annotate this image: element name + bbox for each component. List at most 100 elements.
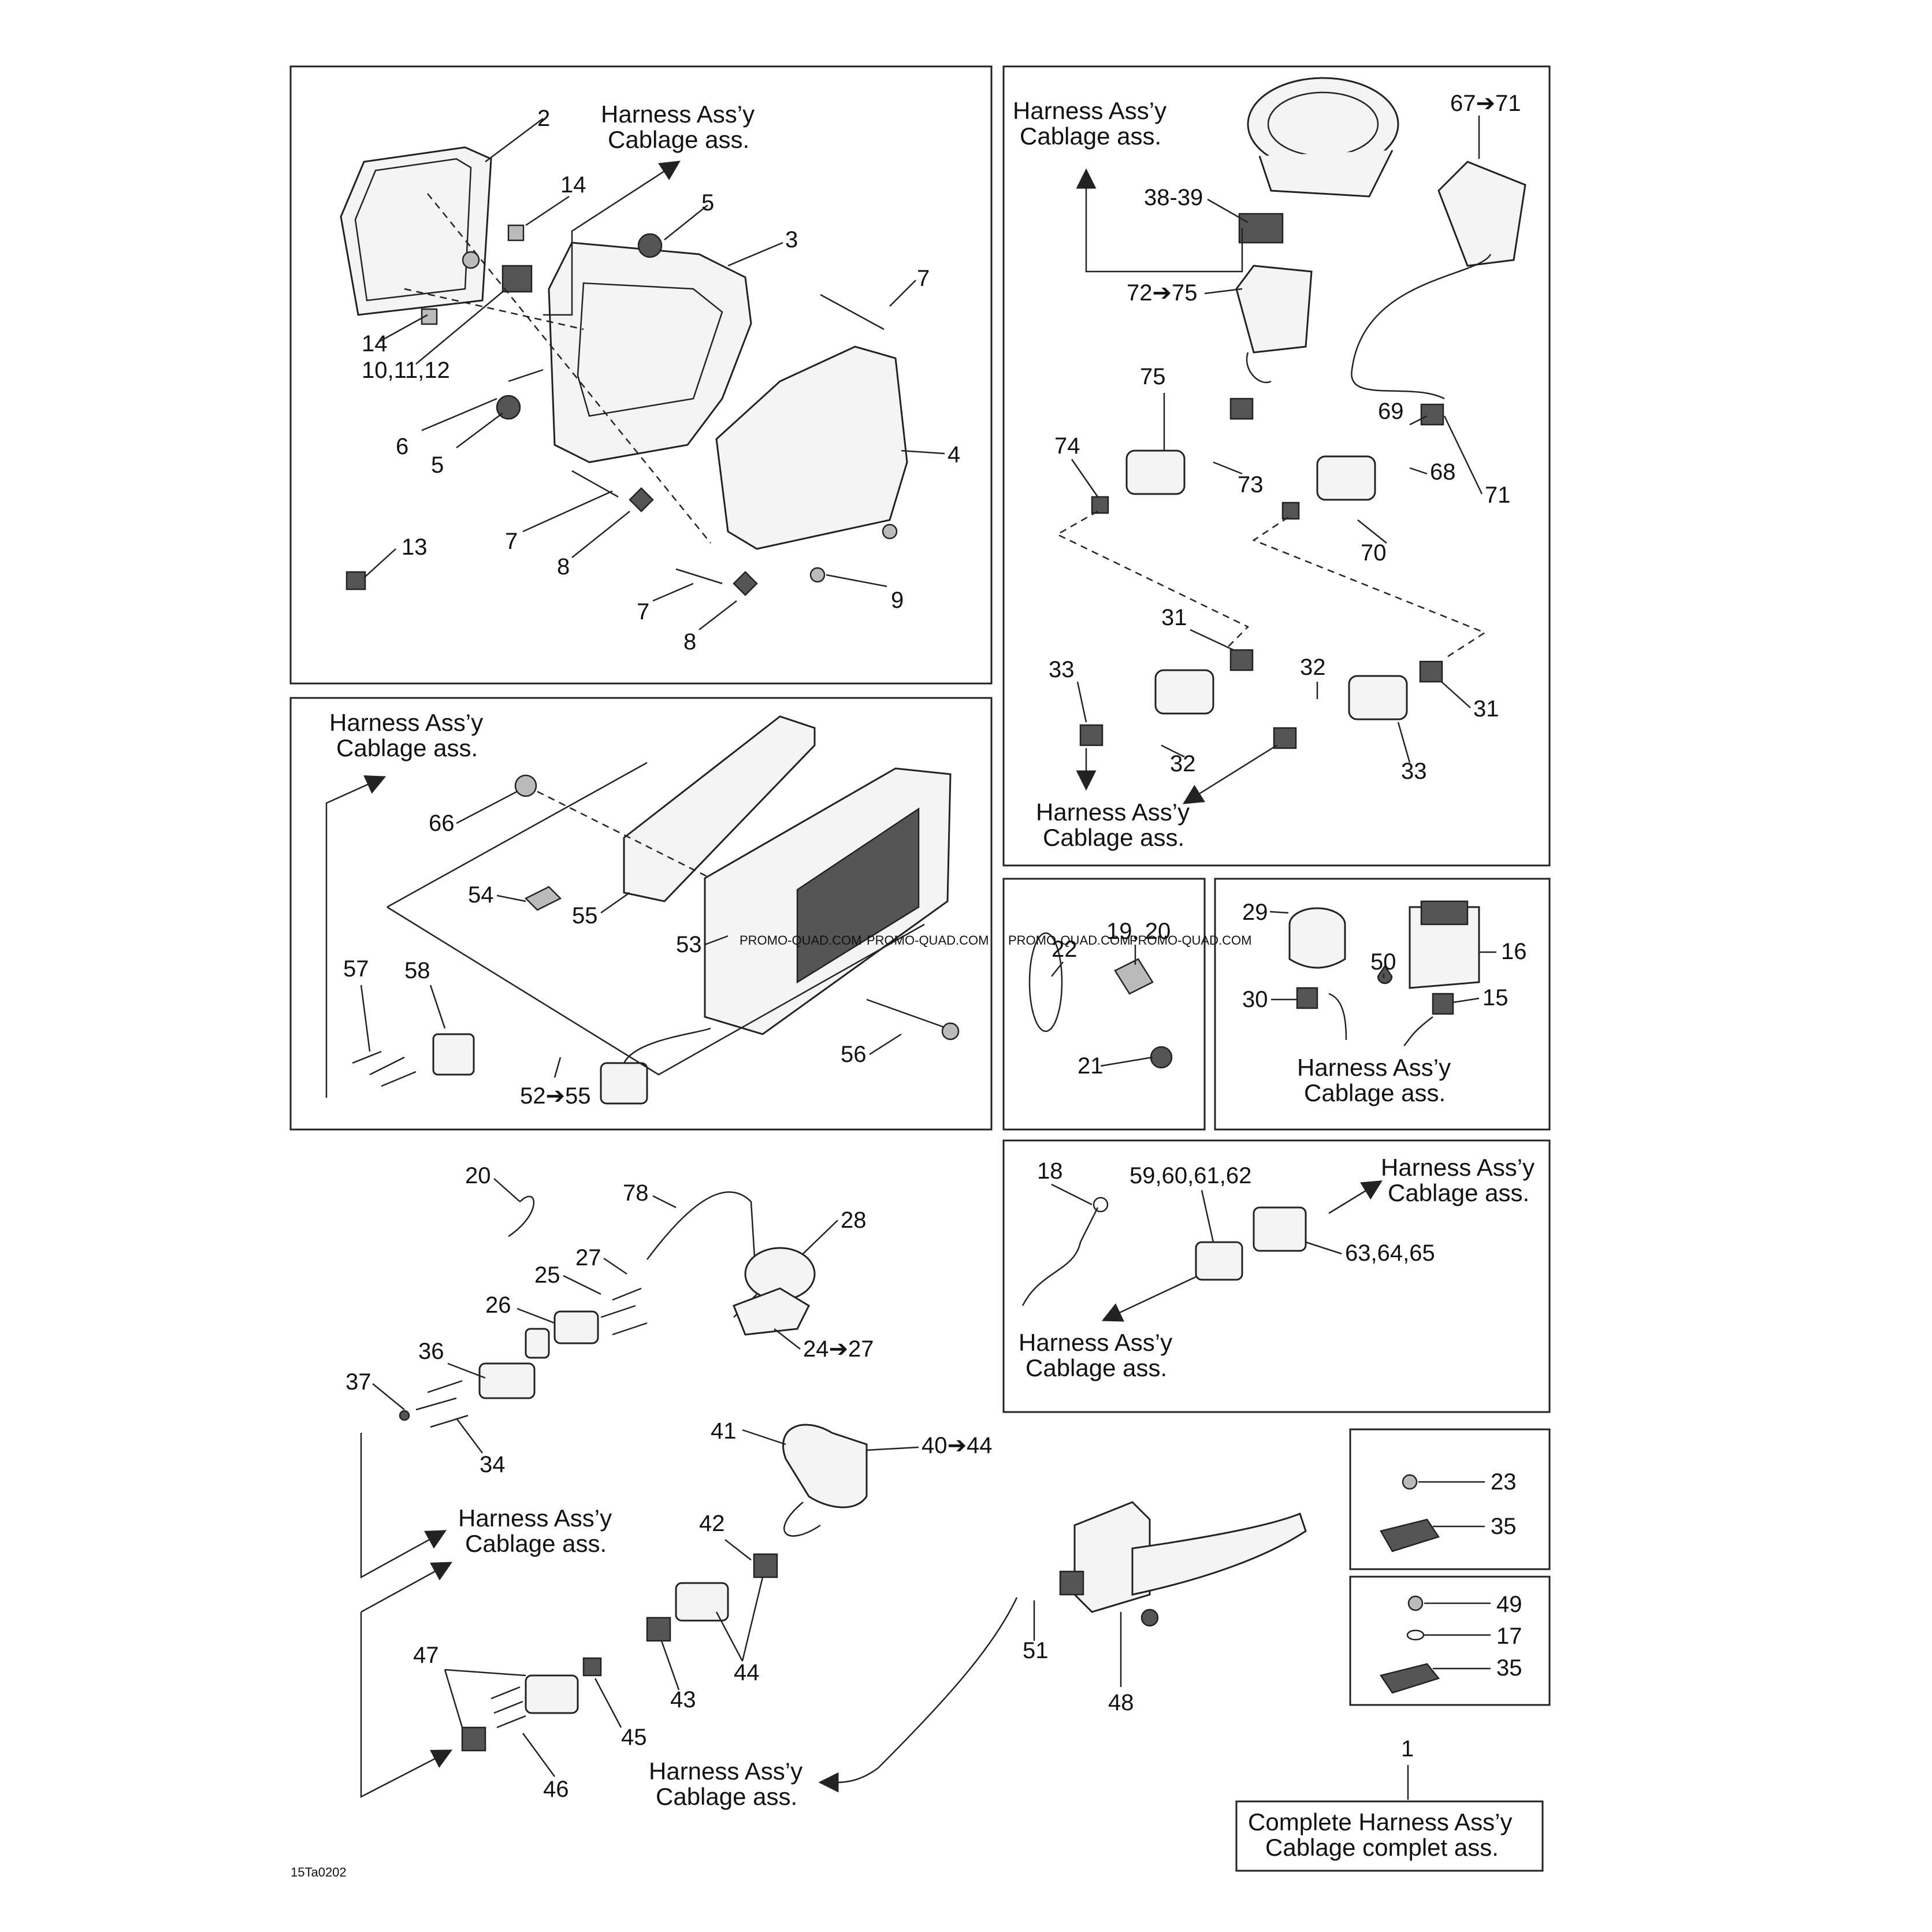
- headlight-housing: [715, 345, 908, 550]
- callout: 7: [637, 599, 649, 625]
- panel-headlight: Harness Ass’y Cablage ass. 2 14 5 3 7 14…: [289, 65, 993, 685]
- callout: 75: [1140, 364, 1166, 389]
- connector: [1195, 1241, 1243, 1281]
- callout: 24➔27: [803, 1336, 874, 1362]
- callout: 72➔75: [1127, 280, 1198, 306]
- callouts-tail: 66 54 55 53 56 58 57 52➔55: [343, 811, 867, 1109]
- callout: 44: [734, 1660, 760, 1685]
- panel-frame: [1214, 878, 1551, 1131]
- ignition-wire: [647, 1191, 758, 1318]
- callout: 5: [431, 452, 444, 478]
- callouts-handlebar: 20 78 28 27 25 26 24➔27 36 37 34 41 40➔4…: [345, 1163, 1134, 1802]
- panel-bracket-b: 49 17 35: [1349, 1576, 1551, 1706]
- gauge-connector: [1235, 265, 1313, 354]
- panel-switches: Harness Ass’y Cablage ass. 29 16 50 30 1…: [1214, 878, 1551, 1131]
- callout: 15: [1483, 985, 1509, 1010]
- connector: [553, 1310, 599, 1344]
- callout: 55: [572, 903, 598, 928]
- connector: [432, 1033, 475, 1076]
- callout: 36: [418, 1339, 444, 1364]
- callout: 69: [1378, 399, 1404, 424]
- callout: 22: [1052, 937, 1078, 962]
- harness-label-fr: Cablage ass.: [1020, 122, 1161, 150]
- washer: [1406, 1629, 1425, 1641]
- callout: 73: [1238, 472, 1264, 497]
- panel-handlebar-switches: Harness Ass’y Cablage ass. Harness Ass’y…: [345, 1163, 1307, 1810]
- relay: [501, 265, 533, 293]
- callout: 25: [534, 1262, 560, 1288]
- complete-label-fr: Cablage complet ass.: [1265, 1834, 1499, 1861]
- harness-label-fr: Cablage ass.: [1304, 1079, 1446, 1106]
- callout: 51: [1023, 1638, 1049, 1663]
- callout: 10,11,12: [362, 358, 450, 383]
- headlight-bracket: [548, 242, 752, 463]
- callout: 28: [841, 1208, 867, 1233]
- callout: 4: [948, 442, 960, 467]
- bracket: [1380, 1518, 1440, 1552]
- callout: 34: [480, 1452, 506, 1477]
- callout: 33: [1401, 759, 1427, 784]
- callouts-ties: 22 19, 20 21: [1052, 919, 1171, 1079]
- harness-label-en: Harness Ass’y: [1019, 1329, 1172, 1356]
- harness-label-fr: Cablage ass.: [465, 1530, 607, 1557]
- callout: 58: [404, 958, 430, 983]
- callout: 43: [670, 1687, 696, 1712]
- callout: 17: [1496, 1623, 1522, 1649]
- callouts-bracket-a: 23 35: [1491, 1469, 1517, 1539]
- callout: 68: [1430, 459, 1456, 485]
- screw: [1402, 1474, 1418, 1490]
- callout: 63,64,65: [1345, 1240, 1435, 1266]
- connector: [478, 1362, 536, 1399]
- callout: 49: [1496, 1592, 1522, 1617]
- connector: [675, 1582, 729, 1622]
- watermark: PROMO-QUAD.COM: [867, 933, 989, 948]
- cable-tie: [508, 1195, 535, 1238]
- callout: 45: [621, 1725, 647, 1750]
- callout: 9: [891, 588, 904, 613]
- pin-housing: [1316, 455, 1376, 501]
- figure-code: 15Ta0202: [291, 1865, 347, 1879]
- callout: 78: [623, 1180, 649, 1206]
- callout: 37: [345, 1369, 371, 1395]
- callouts-ground: 18 59,60,61,62 63,64,65: [1037, 1158, 1435, 1266]
- callouts-switches: 29 16 50 30 15: [1242, 900, 1527, 1012]
- headlamp: [340, 146, 492, 316]
- complete-label-en: Complete Harness Ass’y: [1248, 1808, 1513, 1836]
- harness-label-en: Harness Ass’y: [1013, 97, 1166, 124]
- callout: 38-39: [1144, 185, 1203, 210]
- brake-switch-wire: [878, 1597, 1018, 1768]
- watermark: PROMO-QUAD.COM: [1130, 933, 1251, 948]
- callout: 7: [917, 266, 930, 291]
- panel-frame: [1002, 1139, 1551, 1413]
- panel-frame: [1002, 878, 1206, 1131]
- panel-bracket-a: 23 35: [1349, 1428, 1551, 1570]
- harness-label-fr: Cablage ass.: [608, 126, 749, 153]
- callout: 27: [575, 1245, 601, 1270]
- clip: [345, 571, 366, 590]
- watermark: PROMO-QUAD.COM: [1008, 933, 1130, 948]
- knob: [629, 487, 654, 512]
- panel-frame: [289, 697, 993, 1131]
- callout: 42: [699, 1511, 725, 1536]
- grommet: [637, 233, 663, 258]
- harness-label-fr: Cablage ass.: [1026, 1354, 1167, 1381]
- harness-label-en: Harness Ass’y: [1036, 798, 1190, 826]
- callout: 71: [1485, 482, 1511, 508]
- callout: 54: [468, 882, 494, 908]
- connector: [1253, 1206, 1307, 1252]
- callout: 30: [1242, 987, 1268, 1012]
- connector: [525, 1674, 579, 1714]
- harness-label-fr: Cablage ass.: [1043, 824, 1184, 851]
- harness-label-fr: Cablage ass.: [1388, 1179, 1529, 1206]
- harness-label-en: Harness Ass’y: [458, 1504, 612, 1532]
- callout: 23: [1491, 1469, 1517, 1495]
- callout: 32: [1170, 751, 1196, 776]
- callout: 20: [465, 1163, 491, 1188]
- panel-frame: [1002, 65, 1551, 867]
- callout: 14: [560, 172, 586, 198]
- callout: 18: [1037, 1158, 1063, 1184]
- panel-cable-ties: PROMO-QUAD.COM PROMO-QUAD.COM 22 19, 20 …: [1002, 878, 1251, 1131]
- watermark: PROMO-QUAD.COM: [740, 933, 861, 948]
- switch-housing: [782, 1424, 868, 1509]
